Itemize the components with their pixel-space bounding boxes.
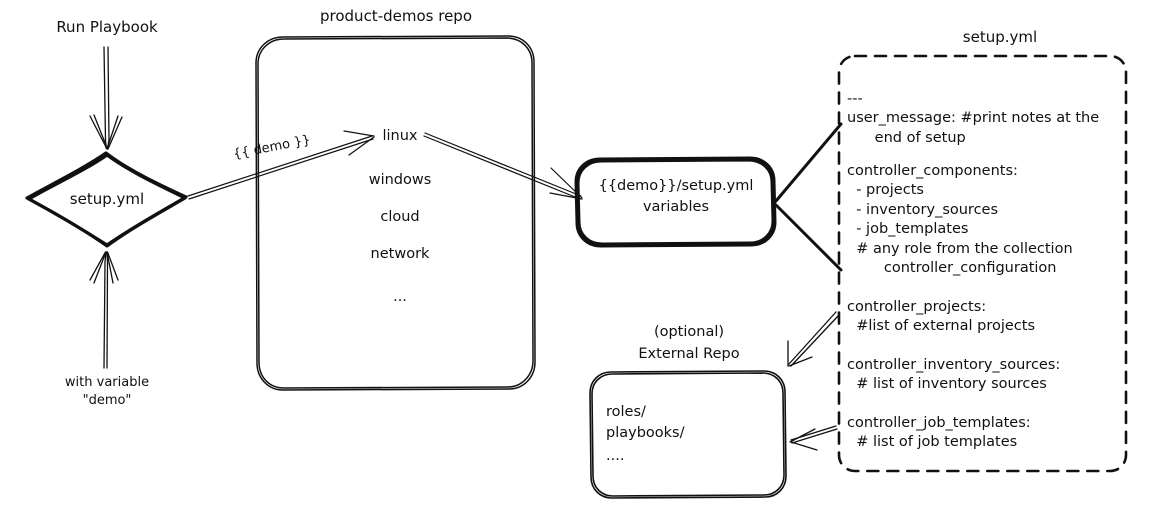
setup-yml-block-controller-inventory-sources: controller_inventory_sources: # list of … [847, 357, 1061, 393]
arrow-with-variable [89, 251, 119, 369]
setup-yml-file-box [837, 54, 1128, 473]
arrow-linux-to-vars [423, 132, 583, 200]
repo-item-windows: windows [368, 172, 432, 188]
with-variable-label-line1: with variable [64, 375, 150, 390]
external-repo-title-line2: External Repo [638, 346, 740, 362]
repo-item-cloud: cloud [380, 209, 420, 225]
external-repo-item-roles: roles/ [606, 404, 646, 420]
arrow-job-templates-to-external-repo [789, 425, 838, 451]
external-repo-item-playbooks: playbooks/ [606, 425, 685, 441]
external-repo-item-ellipsis: .... [606, 448, 625, 464]
vars-node-line1: {{demo}}/setup.yml [598, 178, 754, 194]
repo-item-ellipsis: ... [393, 289, 407, 305]
connector-vars-to-setupyml [774, 122, 843, 272]
external-repo-box [589, 370, 787, 499]
setup-yml-node-label: setup.yml [69, 190, 145, 208]
repo-item-network: network [370, 246, 430, 262]
setup-yml-file-title: setup.yml [962, 28, 1038, 46]
vars-node-line2: variables [642, 199, 710, 215]
setup-yml-block-header: --- user_message: #print notes at the en… [847, 91, 1100, 146]
arrow-run-playbook [89, 46, 123, 150]
run-playbook-label: Run Playbook [56, 18, 158, 36]
setup-yml-block-controller-components: controller_components: - projects - inve… [847, 163, 1073, 277]
vars-node-box [574, 156, 777, 248]
with-variable-label-line2: "demo" [82, 393, 132, 408]
product-demos-repo-box [255, 35, 536, 391]
setup-yml-block-controller-projects: controller_projects: #list of external p… [847, 299, 1036, 335]
setup-yml-block-controller-job-templates: controller_job_templates: # list of job … [847, 415, 1031, 451]
repo-item-linux: linux [382, 128, 418, 144]
arrow-projects-to-external-repo [787, 311, 840, 367]
setup-yml-diamond [25, 151, 188, 248]
external-repo-title-line1: (optional) [653, 324, 725, 340]
arrow-demo-to-linux [187, 130, 375, 200]
product-demos-repo-title: product-demos repo [320, 7, 472, 25]
